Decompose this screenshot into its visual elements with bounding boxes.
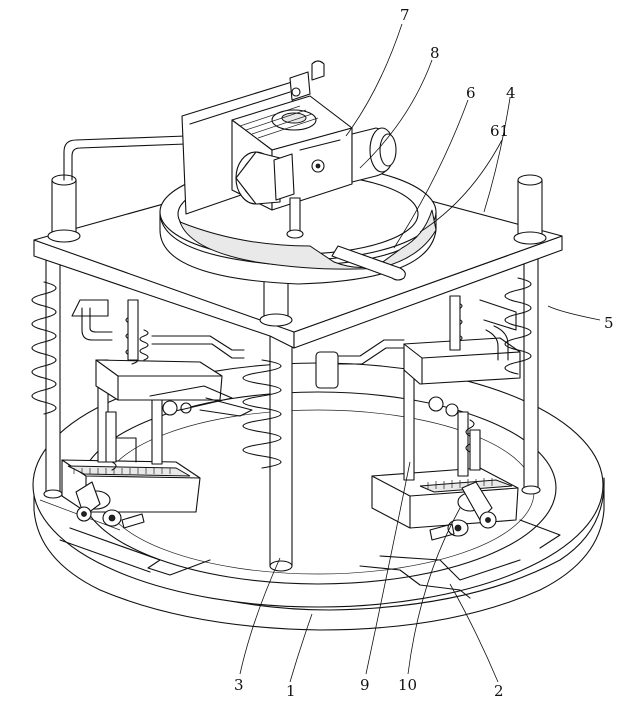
pipe [63, 135, 187, 181]
callout-labels: 7 8 6 4 61 5 3 1 9 10 2 [234, 6, 614, 700]
label-8: 8 [430, 44, 440, 62]
label-10: 10 [398, 676, 417, 694]
label-4: 4 [506, 84, 516, 102]
label-1: 1 [286, 682, 296, 700]
label-6: 6 [466, 84, 476, 102]
leader-lines [239, 23, 601, 683]
right-slider-unit [315, 295, 521, 541]
label-2: 2 [494, 682, 504, 700]
back-left-column [31, 259, 63, 499]
label-61: 61 [490, 122, 509, 140]
motor-gearbox [181, 60, 397, 239]
label-9: 9 [360, 676, 370, 694]
label-5: 5 [604, 314, 614, 332]
label-3: 3 [234, 676, 244, 694]
label-7: 7 [400, 6, 410, 24]
back-right-column [504, 257, 541, 495]
left-slider-unit [61, 299, 253, 529]
